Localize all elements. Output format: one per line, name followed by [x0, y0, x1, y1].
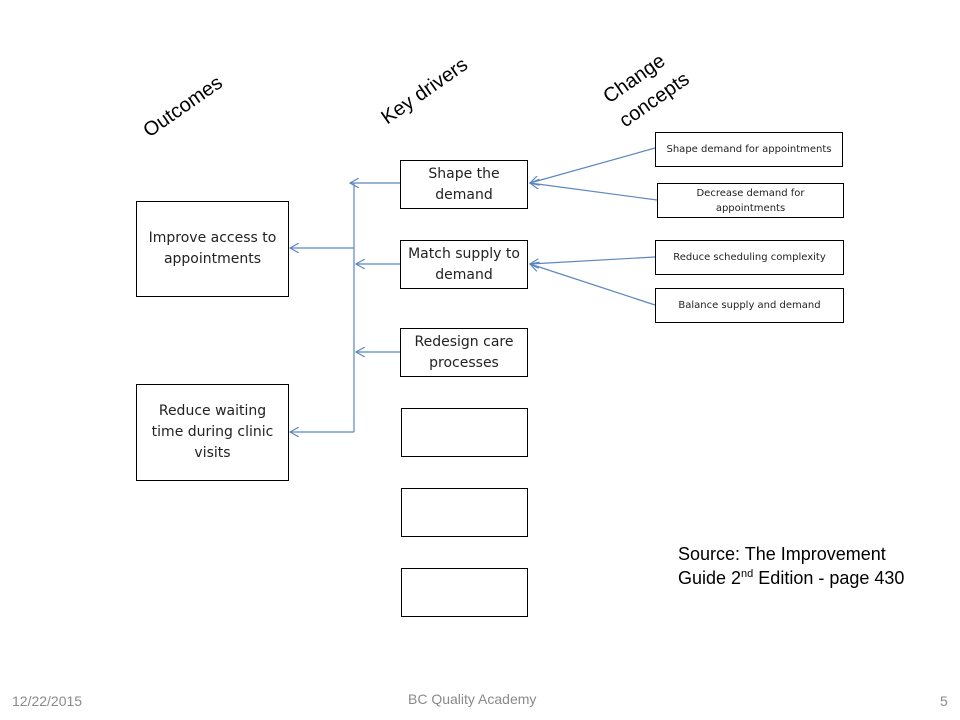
source-text-before: Source: The Improvement Guide 2	[678, 544, 886, 588]
driver-label: Shape the demand	[428, 165, 500, 203]
concept-label: Decrease demand for appointments	[696, 187, 805, 214]
source-superscript: nd	[741, 568, 754, 580]
driver-box-match-supply: Match supply to demand	[400, 240, 528, 289]
outcome-label: Improve access to appointments	[148, 230, 277, 267]
driver-box-shape-demand: Shape the demand	[400, 160, 528, 209]
concept-label: Reduce scheduling complexity	[673, 252, 826, 263]
outcome-box-improve-access: Improve access to appointments	[136, 201, 289, 297]
arrow-from-decrease-demand	[530, 183, 658, 201]
driver-label: Match supply to demand	[408, 245, 520, 283]
concept-box-reduce-scheduling: Reduce scheduling complexity	[655, 240, 844, 275]
outcome-label: Reduce waiting time during clinic visits	[151, 403, 274, 461]
driver-box-redesign-care: Redesign care processes	[400, 328, 528, 377]
source-citation: Source: The Improvement Guide 2nd Editio…	[678, 542, 908, 590]
arrow-from-reduce-scheduling	[530, 256, 656, 264]
concept-box-shape-demand-appointments: Shape demand for appointments	[655, 132, 843, 167]
source-text-after: Edition - page 430	[753, 568, 905, 588]
outcome-box-reduce-waiting: Reduce waiting time during clinic visits	[136, 384, 289, 481]
footer-date: 12/22/2015	[12, 693, 83, 709]
concept-box-decrease-demand: Decrease demand for appointments	[657, 183, 844, 218]
page-number: 5	[940, 693, 948, 709]
driver-box-empty-1	[401, 408, 528, 457]
concept-box-balance-supply: Balance supply and demand	[655, 288, 844, 323]
arrow-from-shape-demand-appointments	[530, 147, 656, 183]
footer-organization: BC Quality Academy	[408, 691, 537, 707]
concept-label: Shape demand for appointments	[666, 144, 832, 155]
driver-box-empty-3	[401, 568, 528, 617]
arrow-from-balance-supply	[530, 264, 656, 306]
concept-label: Balance supply and demand	[678, 300, 821, 311]
driver-box-empty-2	[401, 488, 528, 537]
driver-label: Redesign care processes	[414, 333, 514, 371]
